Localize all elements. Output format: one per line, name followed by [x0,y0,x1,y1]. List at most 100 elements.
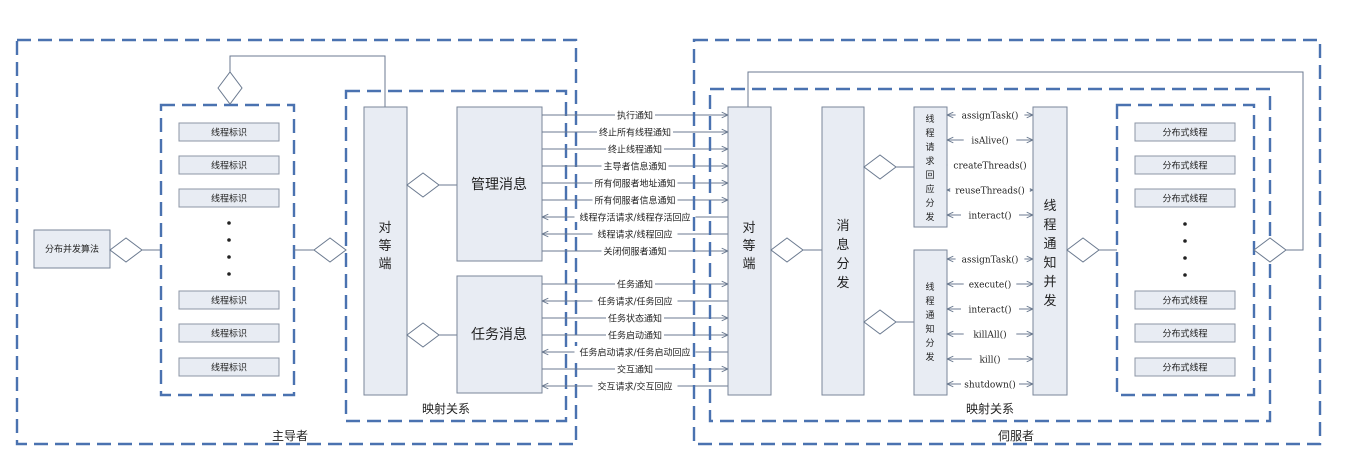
distributed-diamond-left [1066,237,1100,263]
server-peer-char-1: 对 [742,221,755,236]
thread-id-ellipsis [227,221,231,276]
leader-boundary [15,38,578,446]
distributed-thread-box [1134,357,1236,377]
method-call-label: reuseThreads() [955,186,1025,197]
distributed-thread-box [1134,122,1236,142]
thread-id-box [178,290,280,310]
leader-mapping-caption: 映射关系 [422,401,470,416]
distributed-thread-label: 分布式线程 [1162,328,1207,340]
server-peer-char-2: 等 [742,238,755,254]
management-diamond [406,172,440,198]
server-peer-char-3: 端 [742,257,755,272]
distributed-thread-box [1134,290,1236,310]
leader-peer-char-1: 对 [378,221,391,236]
request-dispatch-char: 线 [925,113,934,125]
notify-diamond [863,309,897,335]
method-call-label: interact() [969,305,1012,316]
task-diamond [406,322,440,348]
thread-id-box [178,122,280,142]
dispatch-char: 发 [836,275,849,291]
distributed-thread-label: 分布式线程 [1162,127,1207,139]
message-label: 线程存活请求/线程存活回应 [579,212,690,224]
method-call-label: assignTask() [962,111,1019,122]
message-label: 所有伺服者信息通知 [594,195,675,207]
method-call-label: createThreads() [953,161,1026,172]
method-call-label: assignTask() [962,255,1019,266]
message-label: 终止所有线程通知 [599,127,671,139]
method-call-label: execute() [969,280,1012,291]
leader-peer-box [363,106,408,396]
distributed-thread-label: 分布式线程 [1162,193,1207,205]
method-call-label: killAll() [973,330,1006,341]
message-label: 任务启动通知 [608,330,662,342]
thread-id-label: 线程标识 [211,328,247,340]
message-label: 任务启动请求/任务启动回应 [579,347,690,359]
mapping-diamond-left [313,237,347,263]
concurrent-char: 线 [1043,199,1056,214]
notify-dispatch-char: 发 [925,351,934,363]
distributed-thread-label: 分布式线程 [1162,160,1207,172]
leader-peer-char-3: 端 [378,257,391,272]
dispatch-diamond [770,237,804,263]
method-call-label: interact() [969,211,1012,222]
thread-id-box [178,357,280,377]
thread-id-group [159,103,296,397]
message-label: 交互通知 [617,364,653,376]
thread-id-top-diamond [217,71,243,105]
request-dispatch-char: 回 [925,170,934,181]
distributed-diamond-right [1253,237,1287,263]
distributed-thread-box [1134,188,1236,208]
request-diamond [863,154,897,180]
notify-dispatch-char: 线 [925,281,934,293]
thread-id-label: 线程标识 [211,160,247,172]
notify-dispatch-char: 程 [925,296,934,307]
message-label: 关闭伺服者通知 [603,246,666,258]
dispatch-char: 消 [836,219,849,234]
notify-dispatch-char: 通 [925,310,934,321]
request-dispatch-char: 求 [925,155,934,167]
algorithm-diamond [109,237,143,263]
thread-id-box [178,323,280,343]
thread-id-label: 线程标识 [211,127,247,139]
distributed-thread-ellipsis [1183,222,1187,277]
request-dispatch-char: 应 [925,183,934,195]
request-dispatch-char: 请 [925,141,934,153]
message-label: 线程请求/线程回应 [597,229,672,241]
message-label: 终止线程通知 [608,144,662,156]
task-message-box [456,275,543,394]
server-boundary [692,38,1322,446]
leader-peer-char-2: 等 [378,238,391,254]
management-message-box [456,106,543,262]
method-call-label: kill() [979,355,1000,366]
distributed-thread-box [1134,155,1236,175]
concurrent-char: 程 [1043,218,1056,233]
management-message-label: 管理消息 [471,176,527,193]
method-call-label: shutdown() [964,380,1016,391]
request-dispatch-char: 分 [925,198,934,209]
request-dispatch-char: 程 [925,128,934,139]
thread-notify-concurrent-box [1032,106,1068,396]
algorithm-label: 分布并发算法 [45,243,99,255]
leader-caption: 主导者 [272,429,308,443]
thread-id-box [178,188,280,208]
message-label: 任务请求/任务回应 [597,296,672,308]
dispatch-char: 分 [836,257,849,272]
method-call-label: isAlive() [971,136,1008,147]
leader-mapping-boundary [344,89,568,423]
method-call-list: assignTask() isAlive() createThreads() reus… [947,109,1033,391]
thread-notify-dispatch-box [913,249,948,396]
concurrent-char: 通 [1043,237,1056,252]
request-dispatch-char: 发 [925,211,934,223]
distributed-thread-group [1115,103,1256,397]
server-mapping-caption: 映射关系 [966,401,1014,416]
message-label: 执行通知 [617,110,653,122]
message-label: 主导者信息通知 [603,161,666,173]
server-caption: 伺服者 [998,429,1034,443]
